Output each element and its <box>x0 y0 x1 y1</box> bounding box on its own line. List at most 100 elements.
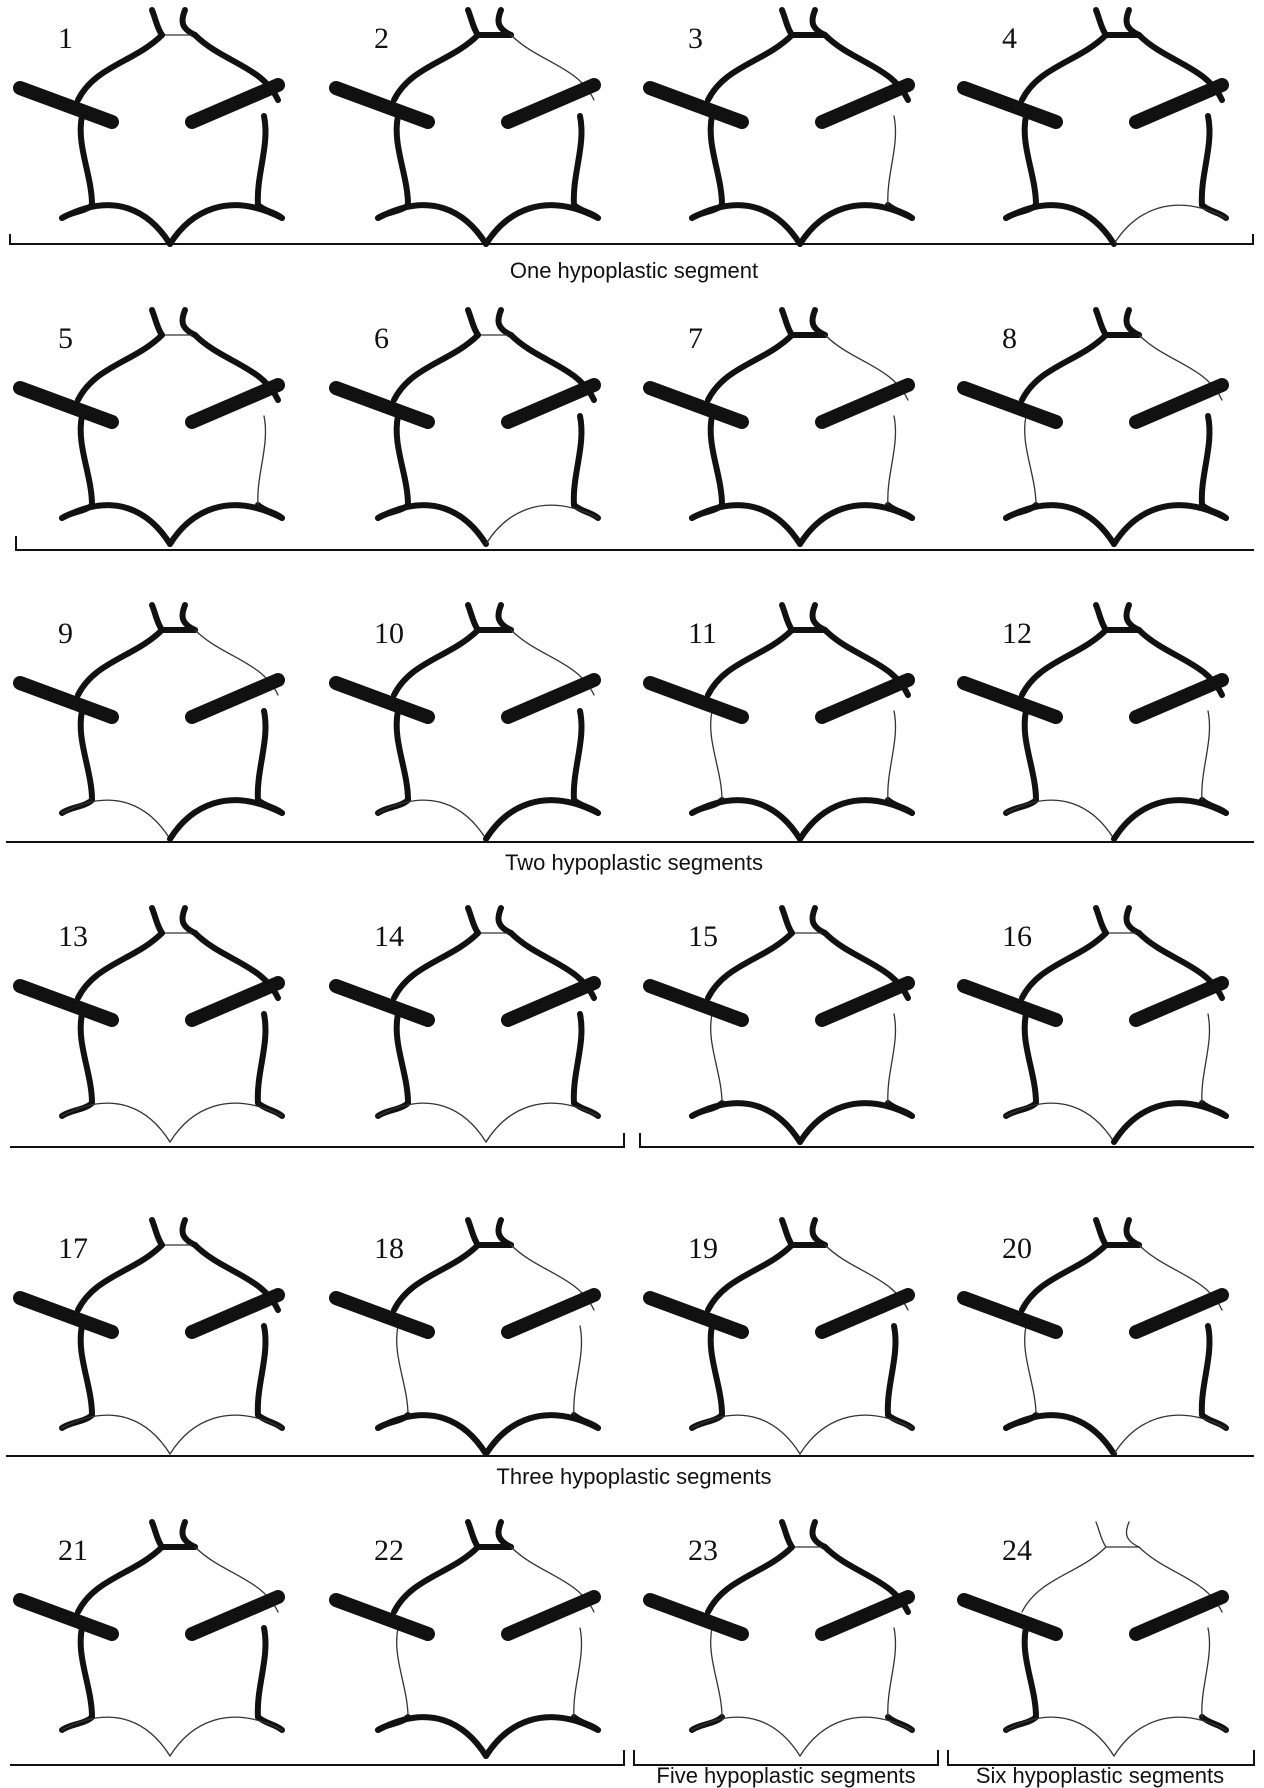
segment-br <box>799 1414 913 1455</box>
vessel-right <box>185 976 285 1027</box>
group-labels: One hypoplastic segment Two hypoplastic … <box>496 258 1224 1788</box>
bracket-three-segments <box>6 1133 1254 1457</box>
fixed-segment <box>149 602 165 633</box>
fixed-segment <box>495 1217 514 1248</box>
vessel-right <box>185 378 285 429</box>
panel-number: 24 <box>1002 1534 1032 1567</box>
panel-number: 19 <box>688 1232 718 1265</box>
segment-ll <box>396 1325 409 1416</box>
panel-number: 16 <box>1002 920 1032 953</box>
panel-number: 10 <box>374 617 404 650</box>
fixed-segment <box>1125 1521 1140 1548</box>
segment-lr <box>1201 1013 1211 1104</box>
segment-br <box>169 1414 283 1455</box>
segment-br <box>797 202 915 247</box>
segment-ul <box>705 1242 795 1313</box>
bracket-six-segments <box>947 1750 1255 1766</box>
segment-ul <box>391 930 481 1001</box>
segment-ll <box>77 1011 95 1106</box>
panel-number: 9 <box>58 617 73 650</box>
segment-bl <box>1005 1716 1115 1757</box>
vessel-left <box>957 81 1063 129</box>
panel-number: 3 <box>688 22 703 55</box>
segment-ll <box>1024 1325 1037 1416</box>
segment-ll <box>393 708 411 803</box>
segment-ll <box>393 1011 411 1106</box>
vessel-right <box>815 1590 915 1641</box>
panel-8: 8 <box>957 307 1229 547</box>
segment-ul <box>75 1242 165 1313</box>
fixed-segment <box>1093 905 1109 936</box>
segment-ul <box>1019 32 1109 103</box>
segment-bl <box>59 502 173 547</box>
vessel-left <box>13 676 119 724</box>
panel-17: 17 <box>13 1217 285 1455</box>
vessel-right <box>501 1590 601 1641</box>
segment-br <box>797 1100 915 1145</box>
fixed-segment <box>465 1217 481 1248</box>
segment-bl <box>375 202 489 247</box>
vessel-left <box>329 381 435 429</box>
vessel-left <box>329 676 435 724</box>
segment-bl <box>61 1414 171 1455</box>
segment-ll <box>393 413 411 508</box>
panel-19: 19 <box>643 1217 915 1455</box>
fixed-segment <box>1123 7 1142 38</box>
segment-ul <box>75 627 165 698</box>
segment-ll <box>1021 708 1039 803</box>
fixed-segment <box>495 905 514 936</box>
segment-br <box>483 1412 601 1457</box>
panel-22: 22 <box>329 1519 601 1759</box>
panel-number: 18 <box>374 1232 404 1265</box>
segment-ll <box>1021 1625 1039 1720</box>
segment-bl <box>689 502 803 547</box>
vessel-left <box>643 979 749 1027</box>
panel-number: 13 <box>58 920 88 953</box>
fixed-segment <box>495 307 514 338</box>
fixed-segment <box>1093 602 1109 633</box>
fixed-segment <box>179 905 198 936</box>
segment-br <box>167 797 285 842</box>
vessel-left <box>13 979 119 1027</box>
segment-br <box>1113 204 1227 245</box>
segment-br <box>169 1102 283 1143</box>
panel-3: 3 <box>643 7 915 247</box>
segment-bl <box>689 797 803 842</box>
fixed-segment <box>809 1217 828 1248</box>
panel-number: 11 <box>688 617 717 650</box>
bracket-four-segments <box>10 1750 625 1766</box>
fixed-segment <box>779 7 795 38</box>
vessel-left <box>643 81 749 129</box>
segment-ll <box>1021 113 1039 208</box>
panel-number: 20 <box>1002 1232 1032 1265</box>
panel-number: 2 <box>374 22 389 55</box>
vessel-left <box>329 81 435 129</box>
segment-bl <box>61 1716 171 1757</box>
fixed-segment <box>1093 7 1109 38</box>
segment-ul <box>705 1544 795 1615</box>
vessel-right <box>185 673 285 724</box>
vessel-left <box>643 1593 749 1641</box>
segment-lr <box>887 710 897 801</box>
vessel-left <box>957 1291 1063 1339</box>
segment-ll <box>77 113 95 208</box>
segment-bl <box>1003 502 1117 547</box>
segment-br <box>167 502 285 547</box>
segment-ll <box>77 708 95 803</box>
segment-br <box>1111 502 1229 547</box>
segment-ul <box>391 627 481 698</box>
panel-number: 1 <box>58 22 73 55</box>
vessel-right <box>1129 673 1229 724</box>
bracket-five-segments <box>633 1750 939 1766</box>
panel-16: 16 <box>957 905 1229 1145</box>
segment-lr <box>570 113 585 208</box>
segment-lr <box>570 708 585 803</box>
segment-br <box>483 797 601 842</box>
segment-bl <box>377 1102 487 1143</box>
segment-br <box>167 202 285 247</box>
segment-lr <box>254 1625 269 1720</box>
group-label-one: One hypoplastic segment <box>510 258 758 283</box>
fixed-segment <box>465 7 481 38</box>
vessel-right <box>815 78 915 129</box>
segment-ul <box>1019 930 1109 1001</box>
